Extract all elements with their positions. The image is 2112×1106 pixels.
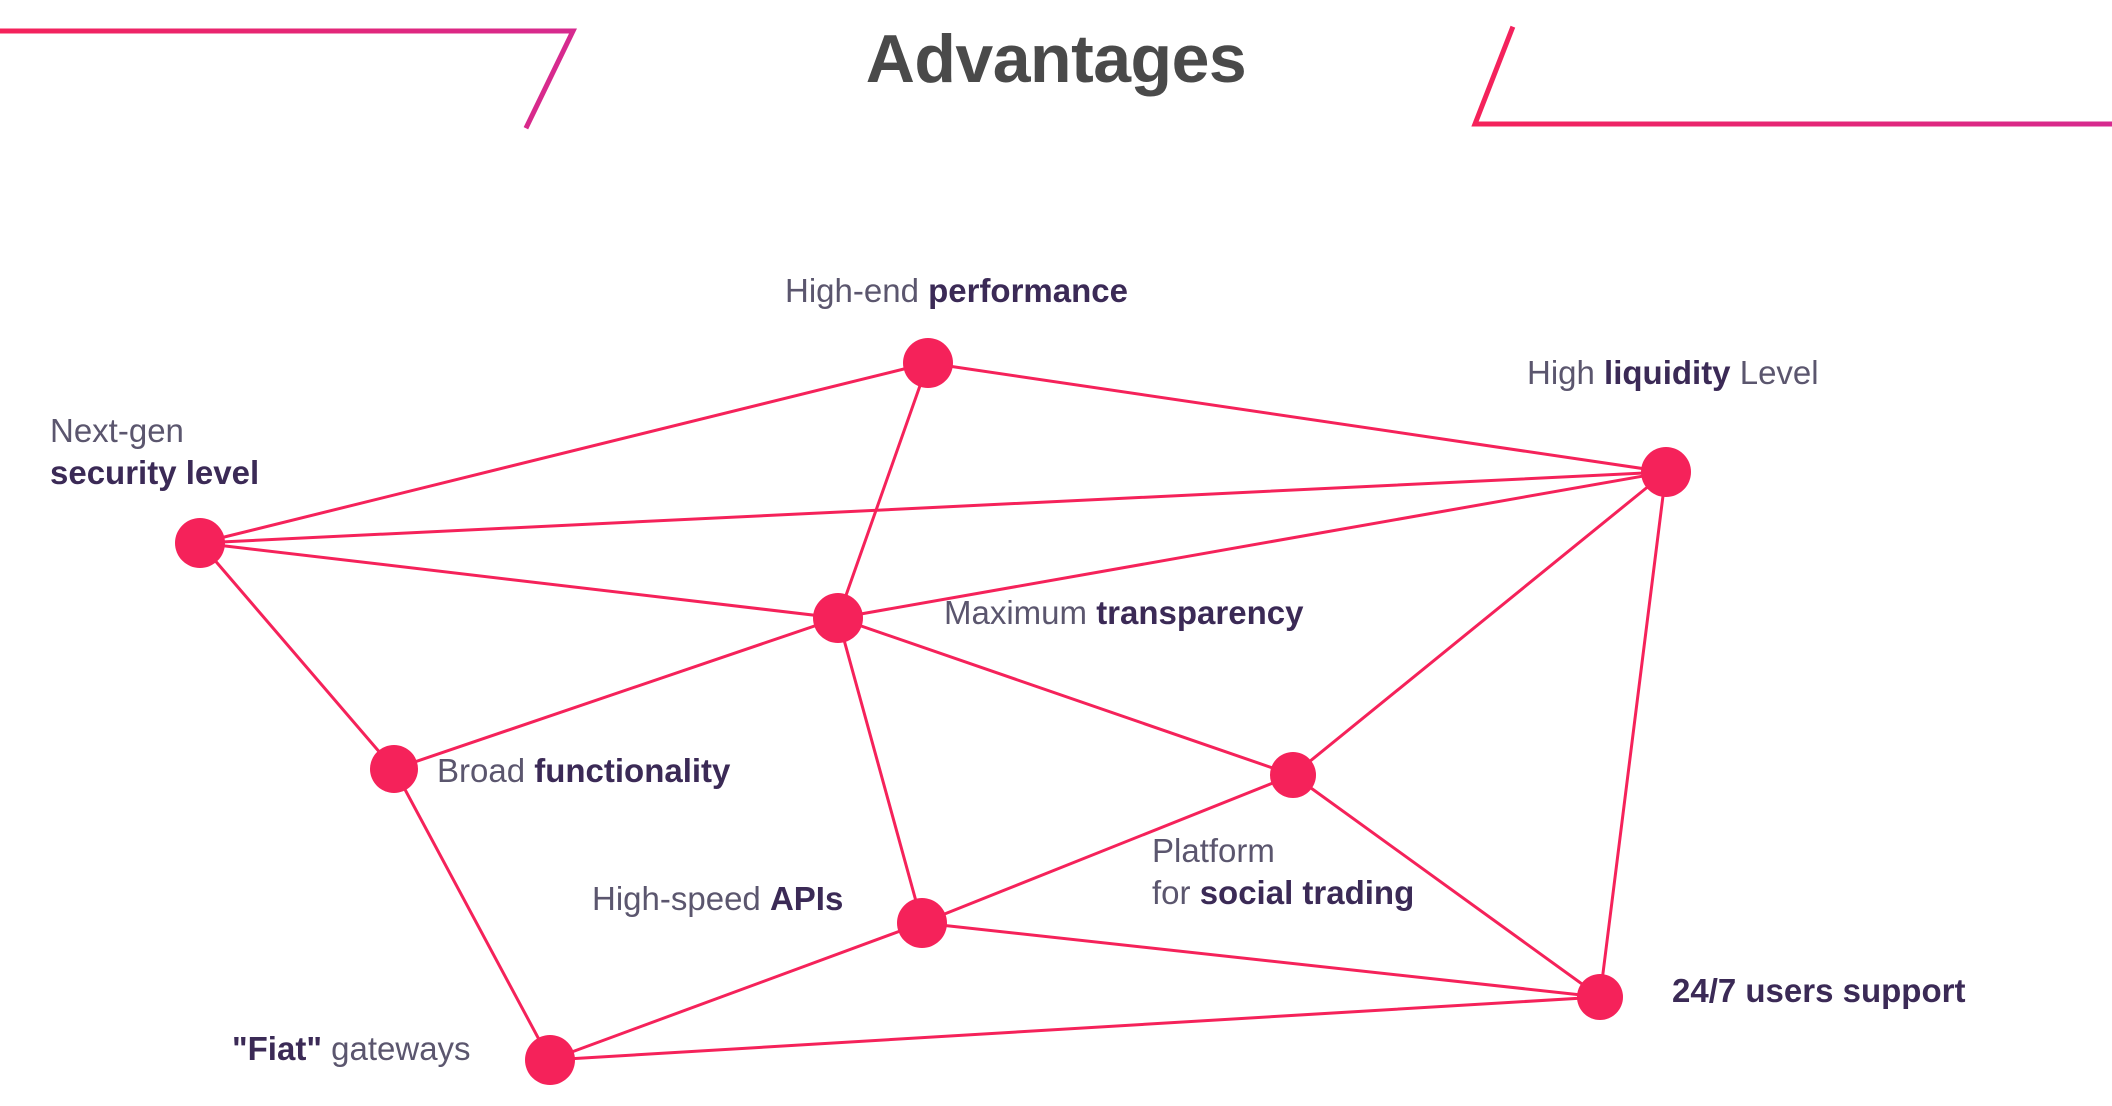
network-node-fiat[interactable] [525,1035,575,1085]
page-title: Advantages [865,21,1247,97]
network-nodes [175,338,1691,1085]
node-label-liquidity: High liquidity Level [1527,352,1819,393]
label-text-regular: High-speed [592,880,770,917]
network-edge [836,361,930,620]
label-text-bold: liquidity [1604,354,1731,391]
node-label-line: Platform [1152,830,1414,872]
label-text-regular: Level [1730,354,1819,391]
network-edge [1291,773,1602,999]
network-edge [548,995,1602,1062]
network-edge [1598,470,1668,999]
node-label-functionality: Broad functionality [437,750,730,791]
label-text-bold: social trading [1199,874,1415,911]
node-label-line: High liquidity Level [1527,352,1819,393]
node-label-apis: High-speed APIs [592,878,843,919]
label-text-regular: Maximum [944,594,1097,631]
label-text-regular: High-end [785,272,929,309]
label-text-regular: Platform [1152,832,1275,869]
node-label-line: High-speed APIs [592,878,843,919]
network-edge [198,361,930,545]
network-node-transparency[interactable] [813,593,863,643]
network-edge [392,767,552,1062]
label-text-regular: High [1527,354,1605,391]
node-label-performance: High-end performance [785,270,1128,311]
network-edge [392,616,840,771]
node-label-line: Maximum transparency [944,592,1303,633]
network-edge [836,470,1668,620]
node-label-fiat: "Fiat" gateways [232,1028,471,1069]
label-text-bold: APIs [769,880,844,917]
node-label-line: "Fiat" gateways [232,1028,471,1069]
network-node-support[interactable] [1577,974,1623,1020]
label-text-bold: transparency [1096,594,1304,631]
network-edge [836,616,924,925]
label-text-bold: functionality [534,752,731,789]
label-text-bold: 24/7 users support [1672,972,1966,1009]
node-label-line: 24/7 users support [1672,970,1965,1011]
network-node-security[interactable] [175,518,225,568]
node-label-transparency: Maximum transparency [944,592,1303,633]
node-label-line: High-end performance [785,270,1128,311]
network-edge [548,921,924,1062]
network-edge [198,470,1668,545]
label-text-regular: gateways [321,1030,471,1067]
label-text-bold: performance [928,272,1128,309]
network-node-social[interactable] [1270,752,1316,798]
network-node-functionality[interactable] [370,745,418,793]
label-text-bold: "Fiat" [232,1030,322,1067]
network-edge [1291,470,1668,777]
node-label-line: Broad functionality [437,750,730,791]
network-node-apis[interactable] [897,898,947,948]
label-text-bold: security level [50,454,260,491]
network-edge [198,541,840,620]
node-label-security: Next-gen security level [50,410,259,494]
node-label-support: 24/7 users support [1672,970,1965,1011]
network-edge [926,361,1668,474]
label-text-regular: for [1152,874,1200,911]
node-label-line: security level [50,452,259,494]
network-edge [836,616,1295,777]
node-label-line: Next-gen [50,410,259,452]
label-text-regular: Next-gen [50,412,184,449]
network-node-liquidity[interactable] [1641,447,1691,497]
node-label-line: for social trading [1152,872,1414,914]
network-edge [920,921,1602,999]
network-node-performance[interactable] [903,338,953,388]
network-edges [198,361,1668,1062]
network-edge [920,773,1295,925]
label-text-regular: Broad [437,752,535,789]
network-edge [198,541,396,771]
